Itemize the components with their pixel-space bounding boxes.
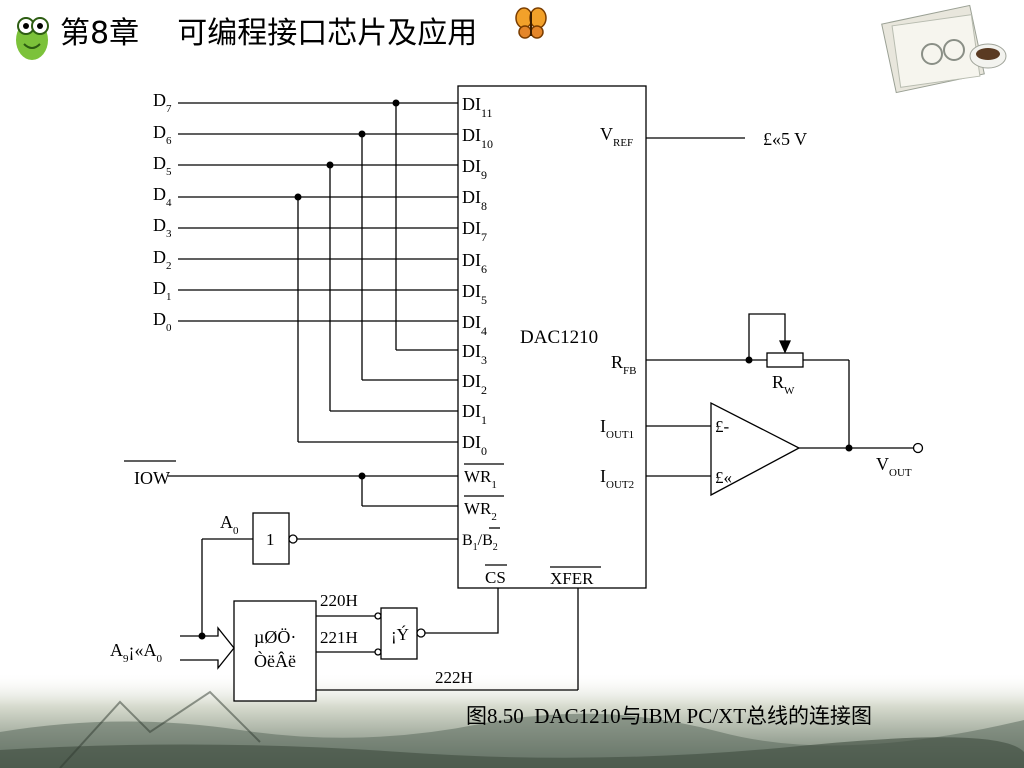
decoder-label-line1: µØÖ· [254,627,296,647]
rw-resistor [766,352,804,368]
opamp-minus-label: £- [715,417,730,436]
opamp-triangle [710,401,801,497]
addr-221h-label: 221H [320,628,358,647]
pin-xfer: XFER [550,569,594,588]
pin-iout1: IOUT1 [600,416,634,441]
pin-di4: DI4 [462,312,487,338]
pin-di8: DI8 [462,187,487,213]
dac1210-chip [457,85,647,589]
footer-landscape-background [0,672,1024,768]
pin-di11: DI11 [462,94,493,120]
addr-220h-label: 220H [320,591,358,610]
pin-di0: DI0 [462,432,487,458]
label-d2: D2 [153,247,172,272]
label-d3: D3 [153,215,172,240]
bookworm-logo-icon [16,17,49,60]
pin-di6: DI6 [462,250,487,276]
vref-value-label: £«5 V [763,129,807,149]
label-d5: D5 [153,153,172,178]
page-title: 第8章 可编程接口芯片及应用 [60,16,478,51]
book-and-cup-decoration-icon [881,4,1007,94]
pin-di5: DI5 [462,281,487,307]
label-d1: D1 [153,278,172,303]
opamp-plus-label: £« [715,468,732,487]
inverter-bubble [288,534,298,544]
or-gate [380,607,418,660]
pin-cs: CS [485,568,506,587]
control-pin-labels: WR1 WR2 B1/B2 CS XFER [462,467,594,588]
pin-b1-b2: B1/B2 [462,532,498,553]
figure-caption: 图8.50 DAC1210与IBM PC/XT总线的连接图 [466,704,873,728]
pin-iout2: IOUT2 [600,466,634,491]
iow-label: IOW [134,468,170,488]
pin-di10: DI10 [462,125,493,151]
vout-terminal [912,442,924,454]
pin-wr1: WR1 [464,467,497,491]
pin-di3: DI3 [462,341,487,367]
label-d4: D4 [153,184,172,209]
addr-222h-label: 222H [435,668,473,687]
pin-wr2: WR2 [464,499,497,523]
out-221h-bubble [374,648,382,656]
or-gate-bubble [416,628,426,638]
butterfly-icon [515,7,547,39]
data-line-labels: D7 D6 D5 D4 D3 D2 D1 D0 [153,90,172,334]
header: 第8章 可编程接口芯片及应用 [0,0,1024,94]
rw-label: RW [772,372,795,397]
pin-vref: VREF [600,124,633,149]
decoder-input-label: A9¡«A0 [110,640,163,665]
label-d7: D7 [153,90,172,115]
rw-wiper-loop [748,313,786,360]
cs-wire [425,588,499,634]
vout-label: VOUT [876,454,912,479]
di-pin-labels: DI11 DI10 DI9 DI8 DI7 DI6 DI5 DI4 DI3 DI… [462,94,493,458]
label-d0: D0 [153,309,172,334]
data-bus-wires [178,102,458,443]
chip-name-label: DAC1210 [520,327,598,348]
rw-wiper-arrowhead [778,340,792,354]
decoder-input-bus-arrow [180,626,235,670]
inverter-label: 1 [266,530,275,549]
address-decoder-block [233,600,317,702]
a0-label: A0 [220,512,239,537]
label-d6: D6 [153,122,172,147]
or-gate-label: ¡Ý [391,625,409,644]
pin-di7: DI7 [462,218,487,244]
right-pin-labels: VREF RFB IOUT1 IOUT2 [600,124,636,491]
pin-di1: DI1 [462,401,487,427]
pin-di2: DI2 [462,371,487,397]
decoder-label-line2: ÒëÂë [254,650,296,671]
out-220h-bubble [374,612,382,620]
pin-rfb: RFB [611,352,636,377]
pin-di9: DI9 [462,156,487,182]
